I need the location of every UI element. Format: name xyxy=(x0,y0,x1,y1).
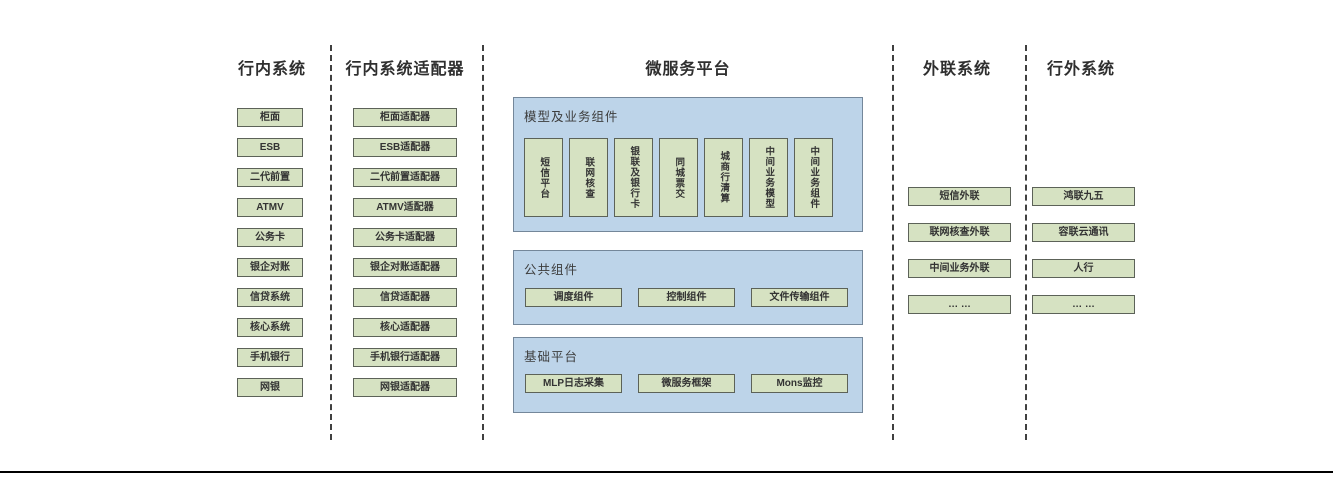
column-title-microservice-platform: 微服务平台 xyxy=(645,61,731,78)
adapter-box: ATMV适配器 xyxy=(353,198,457,217)
internal-system-box: 二代前置 xyxy=(237,168,303,187)
common-components-panel: 公共组件 调度组件控制组件文件传输组件 xyxy=(513,250,863,325)
adapter-box: 柜面适配器 xyxy=(353,108,457,127)
panel-label-base-platform: 基础平台 xyxy=(524,350,579,364)
common-component-box: 控制组件 xyxy=(638,288,735,307)
common-component-box: 文件传输组件 xyxy=(751,288,848,307)
internal-system-box: ATMV xyxy=(237,198,303,217)
panel-label-common-components: 公共组件 xyxy=(524,263,579,277)
adapter-box: ESB适配器 xyxy=(353,138,457,157)
column-title-internal-systems: 行内系统 xyxy=(237,61,306,78)
common-components-row: 调度组件控制组件文件传输组件 xyxy=(525,288,848,307)
base-platform-panel: 基础平台 MLP日志采集微服务框架 Mons监控 xyxy=(513,337,863,413)
outside-system-box: 人行 xyxy=(1032,259,1135,278)
base-platform-box: 微服务框架 xyxy=(638,374,735,393)
external-link-box: 联网核查外联 xyxy=(908,223,1011,242)
base-platform-row: MLP日志采集微服务框架 Mons监控 xyxy=(525,374,848,393)
adapter-box: 手机银行适配器 xyxy=(353,348,457,367)
column-title-external-link-systems: 外联系统 xyxy=(922,61,991,78)
model-component-box: 中间业务模型 xyxy=(749,138,788,217)
model-component-box: 银联及银行卡 xyxy=(614,138,653,217)
column-title-internal-adapters: 行内系统适配器 xyxy=(345,61,465,78)
internal-system-box: 公务卡 xyxy=(237,228,303,247)
internal-systems-list: 柜面 ESB 二代前置 ATMV 公务卡银企对账信贷系统核心系统手机银行网银 xyxy=(237,108,303,408)
outside-system-box: 容联云通讯 xyxy=(1032,223,1135,242)
dashed-divider-4 xyxy=(1025,45,1027,440)
dashed-divider-3 xyxy=(892,45,894,440)
adapter-box: 二代前置适配器 xyxy=(353,168,457,187)
internal-adapters-list: 柜面适配器 ESB适配器二代前置适配器 ATMV适配器公务卡适配器银企对账适配器信贷… xyxy=(353,108,457,408)
internal-system-box: 银企对账 xyxy=(237,258,303,277)
outside-system-box: … … xyxy=(1032,295,1135,314)
adapter-box: 核心适配器 xyxy=(353,318,457,337)
adapter-box: 网银适配器 xyxy=(353,378,457,397)
internal-system-box: 手机银行 xyxy=(237,348,303,367)
model-component-box: 短信平台 xyxy=(524,138,563,217)
bottom-rule xyxy=(0,471,1333,473)
panel-label-model-components: 模型及业务组件 xyxy=(524,110,619,124)
adapter-box: 银企对账适配器 xyxy=(353,258,457,277)
base-platform-box: MLP日志采集 xyxy=(525,374,622,393)
model-component-box: 同城票交 xyxy=(659,138,698,217)
adapter-box: 信贷适配器 xyxy=(353,288,457,307)
model-components-row: 短信平台联网核查银联及银行卡同城票交城商行清算中间业务模型中间业务组件 xyxy=(524,138,833,217)
base-platform-box: Mons监控 xyxy=(751,374,848,393)
internal-system-box: ESB xyxy=(237,138,303,157)
external-link-box: 中间业务外联 xyxy=(908,259,1011,278)
external-link-box: 短信外联 xyxy=(908,187,1011,206)
internal-system-box: 网银 xyxy=(237,378,303,397)
dashed-divider-1 xyxy=(330,45,332,440)
external-link-systems-list: 短信外联联网核查外联中间业务外联 … … xyxy=(908,187,1011,331)
model-component-box: 中间业务组件 xyxy=(794,138,833,217)
model-component-box: 城商行清算 xyxy=(704,138,743,217)
adapter-box: 公务卡适配器 xyxy=(353,228,457,247)
outside-systems-list: 鸿联九五容联云通讯人行 … … xyxy=(1032,187,1135,331)
external-link-box: … … xyxy=(908,295,1011,314)
model-business-components-panel: 模型及业务组件 短信平台联网核查银联及银行卡同城票交城商行清算中间业务模型中间业… xyxy=(513,97,863,232)
internal-system-box: 核心系统 xyxy=(237,318,303,337)
dashed-divider-2 xyxy=(482,45,484,440)
internal-system-box: 柜面 xyxy=(237,108,303,127)
column-title-outside-systems: 行外系统 xyxy=(1046,61,1115,78)
model-component-box: 联网核查 xyxy=(569,138,608,217)
outside-system-box: 鸿联九五 xyxy=(1032,187,1135,206)
common-component-box: 调度组件 xyxy=(525,288,622,307)
internal-system-box: 信贷系统 xyxy=(237,288,303,307)
